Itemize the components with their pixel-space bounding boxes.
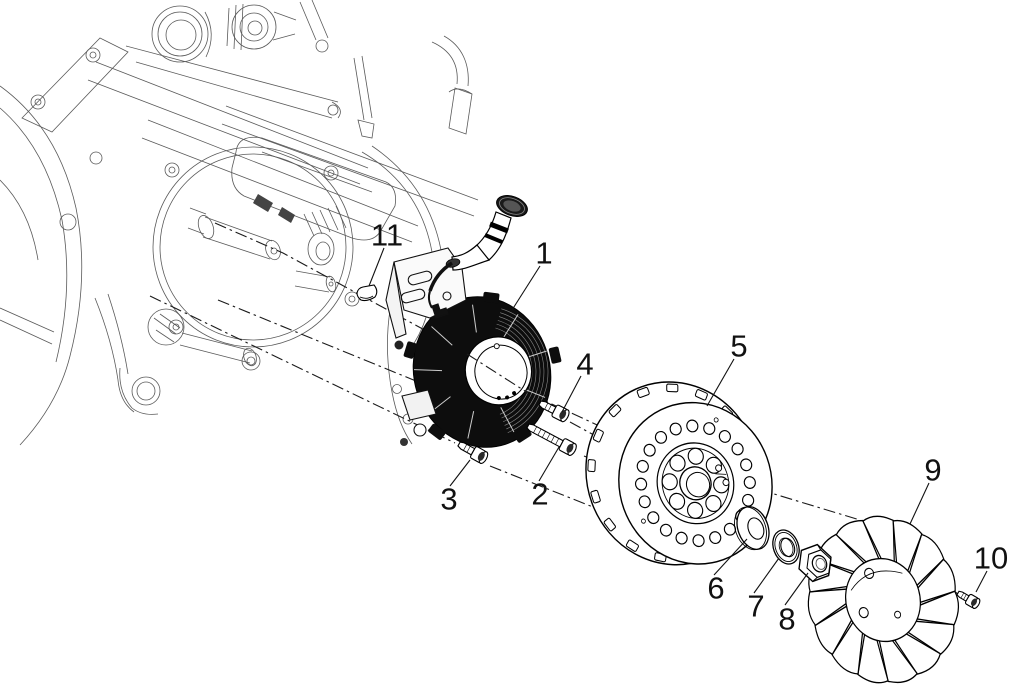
engine-crankcase-sketch (0, 0, 479, 446)
callout-1-leader (511, 265, 541, 311)
callout-label-3: 3 (440, 481, 458, 517)
leader-lines (368, 247, 988, 606)
callout-label-2: 2 (531, 476, 549, 512)
plain-washer-part (734, 506, 770, 551)
screw-10-part (956, 590, 981, 610)
callout-label-8: 8 (778, 601, 796, 637)
stator-bracket (385, 247, 467, 446)
callout-label-5: 5 (730, 328, 748, 364)
lower-axis-line-a (149, 295, 599, 510)
callout-7-leader (753, 557, 780, 594)
flywheel-rotor-part (585, 381, 773, 566)
callout-11-leader (368, 247, 385, 287)
woodruff-key-part (356, 284, 378, 302)
callout-2-leader (538, 446, 560, 482)
callout-6-leader (713, 538, 748, 576)
fan-wheel-part (803, 512, 963, 689)
callout-4-leader (561, 375, 582, 413)
callout-label-11: 11 (370, 217, 404, 253)
main-axis-line (214, 222, 959, 595)
hex-nut-part (798, 543, 832, 583)
callout-3-leader (449, 459, 471, 487)
screw-2-part (526, 423, 577, 456)
callout-label-10: 10 (973, 540, 1009, 576)
stator-wire-grommet (427, 195, 528, 309)
callout-label-1: 1 (535, 235, 553, 271)
callout-label-4: 4 (576, 346, 594, 382)
callout-10-leader (975, 570, 988, 593)
callout-label-9: 9 (924, 452, 942, 488)
callout-8-leader (784, 572, 809, 606)
screw-3-part (457, 441, 489, 465)
spring-washer-part (772, 529, 800, 565)
stator-part (385, 195, 562, 448)
callout-label-7: 7 (747, 588, 765, 624)
callout-5-leader (706, 358, 735, 407)
callout-9-leader (909, 482, 930, 525)
callout-label-6: 6 (707, 570, 725, 606)
